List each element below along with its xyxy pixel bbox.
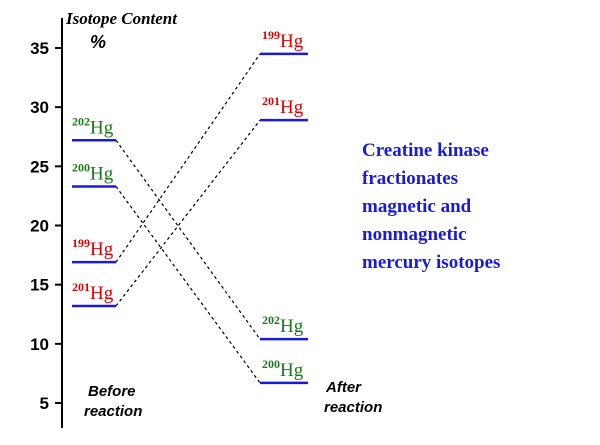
connector-lines <box>115 53 261 384</box>
isotope-element-symbol: Hg <box>90 117 114 138</box>
isotope-mass-number: 200 <box>262 357 280 371</box>
y-axis-unit: % <box>90 32 106 52</box>
y-tick-label-15: 15 <box>30 276 49 295</box>
isotope-label-before-199: 199Hg <box>72 236 114 260</box>
y-tick-label-30: 30 <box>30 98 49 117</box>
isotope-mass-number: 199 <box>72 236 90 250</box>
annotation-line: magnetic and <box>362 196 472 217</box>
isotope-element-symbol: Hg <box>90 239 114 260</box>
isotope-mass-number: 201 <box>72 280 90 294</box>
annotation-line: Creatine kinase <box>362 140 489 161</box>
isotope-mass-number: 202 <box>262 313 280 327</box>
condition-label-after: reaction <box>324 399 382 416</box>
isotope-label-after-200: 200Hg <box>262 357 304 381</box>
isotope-label-after-199: 199Hg <box>262 28 304 52</box>
isotope-label-before-201: 201Hg <box>72 280 114 304</box>
connector-199 <box>115 53 261 263</box>
annotation-line: fractionates <box>362 168 458 189</box>
level-bars <box>72 52 308 385</box>
isotope-label-before-202: 202Hg <box>72 114 114 138</box>
isotope-label-before-200: 200Hg <box>72 160 114 184</box>
isotope-label-after-202: 202Hg <box>262 313 304 337</box>
y-tick-label-10: 10 <box>30 335 49 354</box>
isotope-element-symbol: Hg <box>90 283 114 304</box>
y-tick-label-35: 35 <box>30 39 49 58</box>
condition-labels: Before reaction After reaction <box>84 379 382 420</box>
annotation-line: nonmagnetic <box>362 224 467 245</box>
isotope-element-symbol: Hg <box>280 360 304 381</box>
isotope-mass-number: 202 <box>72 114 90 128</box>
connector-201 <box>115 119 261 307</box>
isotope-element-symbol: Hg <box>280 316 304 337</box>
condition-label-before: reaction <box>84 403 142 420</box>
y-axis-title: Isotope Content <box>65 9 178 28</box>
connector-200 <box>115 186 261 384</box>
condition-label-after: After <box>325 379 362 396</box>
isotope-element-symbol: Hg <box>280 31 304 52</box>
isotope-element-symbol: Hg <box>280 97 304 118</box>
isotope-element-symbol: Hg <box>90 163 114 184</box>
annotation-line: mercury isotopes <box>362 252 500 273</box>
isotope-mass-number: 200 <box>72 160 90 174</box>
y-tick-label-5: 5 <box>40 394 49 413</box>
y-axis-ticks: 5 10 15 20 25 30 35 <box>30 39 62 413</box>
connector-202 <box>115 139 261 340</box>
isotope-label-after-201: 201Hg <box>262 94 304 118</box>
isotope-mass-number: 201 <box>262 94 280 108</box>
condition-label-before: Before <box>88 383 136 400</box>
isotope-mass-number: 199 <box>262 28 280 42</box>
annotation-text: Creatine kinase fractionates magnetic and n… <box>362 140 500 273</box>
y-tick-label-20: 20 <box>30 217 49 236</box>
y-tick-label-25: 25 <box>30 157 49 176</box>
